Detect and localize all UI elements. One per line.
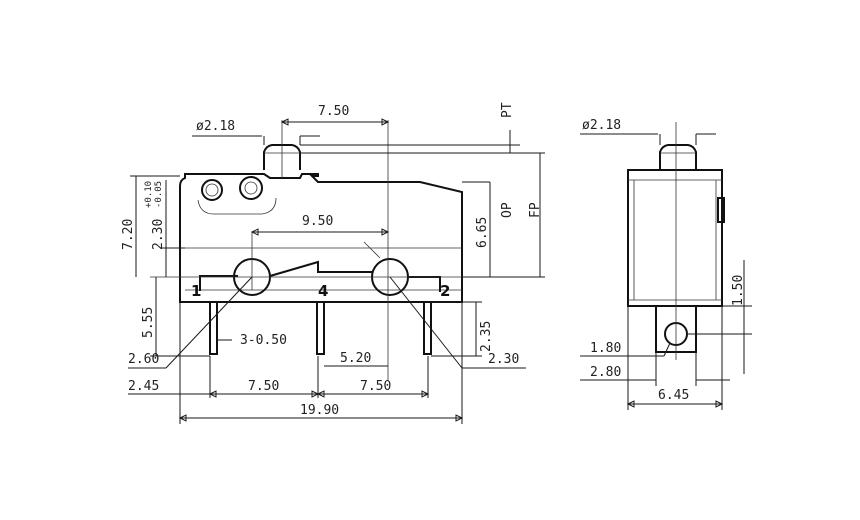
pin-2 bbox=[423, 301, 432, 355]
dim-pin-pitch-left: 7.50 bbox=[248, 379, 279, 394]
dim-side-tab-width: 2.80 bbox=[590, 365, 621, 380]
dim-op-value: 6.65 bbox=[475, 217, 490, 248]
pin-4 bbox=[316, 301, 325, 355]
side-dimensions: ø2.18 1.50 1.80 2.80 6.45 bbox=[580, 118, 752, 410]
dim-actuator-offset: 7.50 bbox=[318, 104, 349, 119]
dim-hole-diameter: 2.30 bbox=[488, 352, 519, 367]
dim-pin-offset2: 2.45 bbox=[128, 379, 159, 394]
front-view: 1 4 2 bbox=[150, 120, 470, 380]
dim-pin-offset: 2.60 bbox=[128, 352, 159, 367]
dim-side-tab-height: 1.50 bbox=[731, 275, 746, 306]
dim-pin-width: 3-0.50 bbox=[240, 333, 287, 348]
dim-center-to-pin: 5.20 bbox=[340, 351, 371, 366]
terminal-4-label: 4 bbox=[318, 282, 328, 300]
side-actuator bbox=[659, 144, 697, 170]
spring-lever bbox=[199, 275, 238, 291]
dim-pin-height: 2.35 bbox=[479, 321, 494, 352]
side-clip bbox=[717, 197, 725, 223]
upper-hole-right-inner bbox=[244, 181, 258, 195]
dim-op-label: OP bbox=[500, 202, 515, 218]
dim-hole-height-tol-plus: +0.10 bbox=[144, 181, 154, 208]
dim-actuator-diameter: ø2.18 bbox=[196, 119, 235, 134]
dim-side-body-width: 6.45 bbox=[658, 388, 689, 403]
dim-pin-pitch-right: 7.50 bbox=[360, 379, 391, 394]
dim-hole-height-tol-minus: -0.05 bbox=[154, 181, 164, 208]
centerline-v-hole-r bbox=[363, 241, 381, 259]
dim-hole-height: 2.30 bbox=[151, 219, 166, 250]
terminal-2-label: 2 bbox=[440, 282, 450, 300]
pin-1 bbox=[209, 301, 218, 355]
dim-hole-pitch: 9.50 bbox=[302, 214, 333, 229]
dim-height-total: 7.20 bbox=[121, 219, 136, 250]
dim-pin-length: 5.55 bbox=[141, 307, 156, 338]
dim-side-actuator-diameter: ø2.18 bbox=[582, 118, 621, 133]
upper-hole-left bbox=[201, 179, 223, 201]
upper-hole-left-inner bbox=[205, 183, 219, 197]
dim-side-tab-hole: 1.80 bbox=[590, 341, 621, 356]
dim-body-length: 19.90 bbox=[300, 403, 339, 418]
hole-pocket bbox=[197, 197, 277, 215]
terminal-1-label: 1 bbox=[191, 282, 201, 300]
dim-fp-label: FP bbox=[528, 202, 543, 218]
upper-hole-right bbox=[239, 176, 263, 200]
dim-pt-label: PT bbox=[500, 102, 515, 118]
side-body bbox=[627, 169, 723, 307]
side-view bbox=[627, 122, 725, 360]
spring-lever-mid bbox=[269, 260, 372, 277]
front-dimensions: 7.50 ø2.18 PT OP FP 6.65 9.50 7.20 2.30 … bbox=[121, 102, 545, 424]
